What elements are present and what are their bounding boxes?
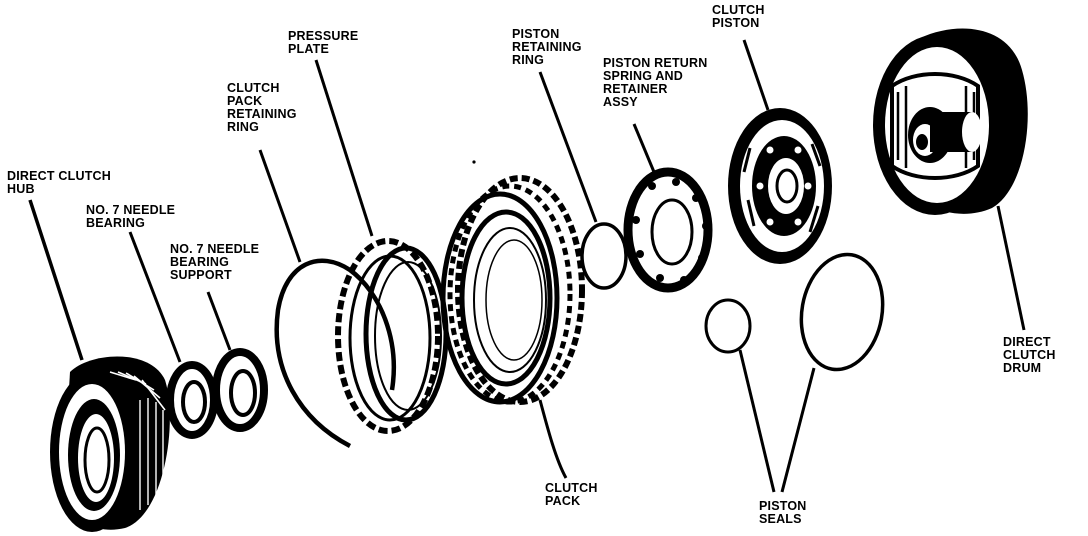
clutch-disc [363, 245, 449, 423]
leader-piston-retaining-ring [538, 71, 598, 223]
leader-needle-bearing [128, 231, 182, 363]
clutch-pack [440, 175, 585, 405]
label-line: DIRECT CLUTCH [7, 169, 111, 183]
label-needle-bearing: NO. 7 NEEDLE BEARING [86, 204, 175, 230]
label-pressure-plate: PRESSURE PLATE [288, 30, 358, 56]
label-needle-bearing-support: NO. 7 NEEDLE BEARING SUPPORT [170, 243, 259, 282]
direct-clutch-hub [50, 356, 170, 532]
label-line: RETAINING [512, 40, 582, 54]
label-line: PACK [227, 94, 263, 108]
leader-hub [28, 199, 84, 361]
label-line: PISTON RETURN [603, 56, 708, 70]
label-line: PRESSURE [288, 29, 359, 43]
piston-seal-inner [704, 298, 752, 354]
leader-return-spring [632, 123, 656, 173]
label-direct-clutch-hub: DIRECT CLUTCH HUB [7, 170, 111, 196]
label-line: RETAINING [227, 107, 297, 121]
label-direct-clutch-drum: DIRECT CLUTCH DRUM [1003, 336, 1056, 375]
label-line: CLUTCH [227, 81, 280, 95]
clutch-piston [728, 108, 832, 264]
needle-bearing [166, 361, 218, 439]
piston-retaining-ring [580, 222, 628, 290]
label-line: RING [227, 120, 260, 134]
label-piston-retaining-ring: PISTON RETAINING RING [512, 28, 582, 67]
label-line: HUB [7, 182, 35, 196]
label-clutch-pack-retaining-ring: CLUTCH PACK RETAINING RING [227, 82, 297, 134]
label-line: DRUM [1003, 361, 1042, 375]
leader-retaining-ring [258, 149, 302, 263]
label-clutch-pack: CLUTCH PACK [545, 482, 598, 508]
leader-pressure-plate [314, 59, 374, 237]
label-clutch-piston: CLUTCH PISTON [712, 4, 765, 30]
direct-clutch-drum [873, 28, 1028, 215]
leader-drum [996, 205, 1026, 331]
label-line: NO. 7 NEEDLE [170, 242, 260, 256]
label-line: CLUTCH [712, 3, 765, 17]
label-line: SEALS [759, 512, 802, 526]
label-line: BEARING [170, 255, 230, 269]
leader-bearing-support [206, 291, 232, 351]
label-line: CLUTCH [545, 481, 598, 495]
leader-clutch-pack [538, 399, 568, 479]
leader-seal-outer [780, 367, 816, 493]
label-line: SPRING AND [603, 69, 684, 83]
label-piston-seals: PISTON SEALS [759, 500, 807, 526]
label-line: RING [512, 53, 545, 67]
leader-clutch-piston [742, 39, 770, 111]
label-line: ASSY [603, 95, 638, 109]
label-piston-return-spring: PISTON RETURN SPRING AND RETAINER ASSY [603, 57, 707, 109]
label-line: DIRECT [1003, 335, 1051, 349]
label-line: PISTON [759, 499, 807, 513]
label-line: PISTON [512, 27, 560, 41]
label-line: PISTON [712, 16, 760, 30]
speck [472, 160, 476, 164]
return-spring-assy [623, 167, 713, 293]
label-line: NO. 7 NEEDLE [86, 203, 176, 217]
label-line: BEARING [86, 216, 146, 230]
piston-seal-outer [799, 252, 885, 372]
label-line: PACK [545, 494, 581, 508]
label-line: RETAINER [603, 82, 668, 96]
label-line: SUPPORT [170, 268, 232, 282]
retaining-ring [274, 258, 396, 448]
label-line: CLUTCH [1003, 348, 1056, 362]
leader-seal-inner [738, 349, 776, 493]
label-line: PLATE [288, 42, 330, 56]
needle-bearing-support [212, 348, 268, 432]
